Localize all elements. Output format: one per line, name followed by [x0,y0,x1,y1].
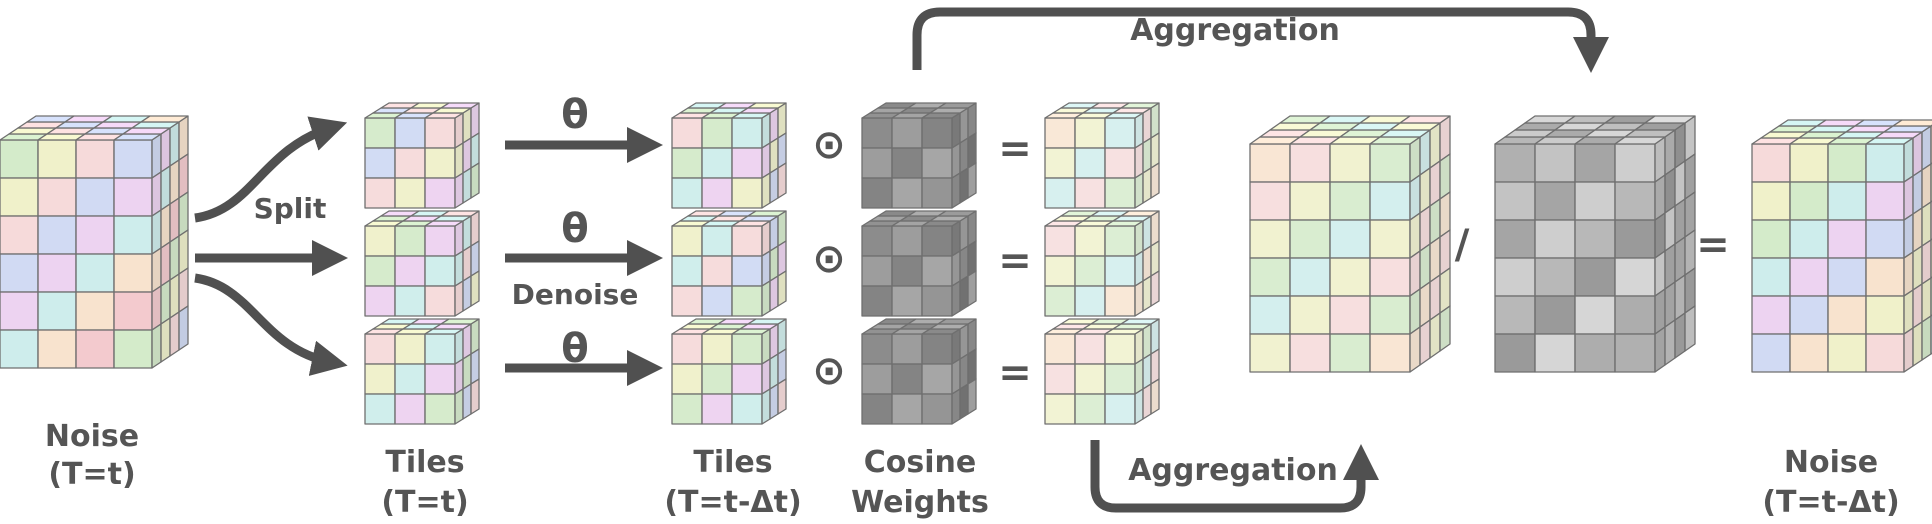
noise-input-time: (T=t) [48,457,135,492]
equals-operator-1: = [998,126,1032,172]
cosine-weights-name-line2: Weights [851,485,989,520]
noise-volume-input [0,115,189,369]
aggregated-weights-volume [1494,115,1696,373]
cosine-weight-tile-1 [861,102,977,209]
hadamard-operator-1: ⊙ [812,122,846,168]
noise-output-name: Noise [1784,445,1878,480]
tile-input-3 [364,318,480,425]
weighted-tile-1 [1044,102,1160,209]
aggregation-label-bottom: Aggregation [1128,453,1338,488]
divide-operator: / [1455,222,1470,268]
tile-denoised-2 [671,210,787,317]
noise-input-name: Noise [45,419,139,454]
equals-operator-2: = [998,238,1032,284]
weighted-tile-3 [1044,318,1160,425]
noise-output-time: (T=t-Δt) [1762,485,1899,520]
cosine-weight-tile-3 [861,318,977,425]
aggregation-label-top: Aggregation [1130,13,1340,48]
theta-label-1: θ [561,92,588,138]
split-arrow-top [194,116,348,223]
noise-volume-output [1751,119,1932,373]
equals-operator-3: = [998,350,1032,396]
theta-label-3: θ [561,326,588,372]
tiles-output-time: (T=t-Δt) [664,485,801,520]
hadamard-operator-2: ⊙ [812,236,846,282]
split-arrow-bottom [194,273,348,376]
tile-input-2 [364,210,480,317]
tile-denoised-1 [671,102,787,209]
tiles-input-name: Tiles [385,445,464,480]
hadamard-operator-3: ⊙ [812,348,846,394]
tile-input-1 [364,102,480,209]
cosine-weight-tile-2 [861,210,977,317]
aggregation-arrow-top [912,7,1609,73]
weighted-tile-2 [1044,210,1160,317]
aggregation-arrow-bottom [1090,440,1379,513]
theta-label-2: θ [561,206,588,252]
tile-denoised-3 [671,318,787,425]
equals-operator-final: = [1696,222,1730,268]
split-label: Split [254,192,327,225]
denoise-label: Denoise [512,278,639,311]
aggregated-tiles-volume [1249,115,1451,373]
tiles-input-time: (T=t) [381,485,468,520]
tiles-output-name: Tiles [693,445,772,480]
cosine-weights-name: Cosine [864,445,976,480]
